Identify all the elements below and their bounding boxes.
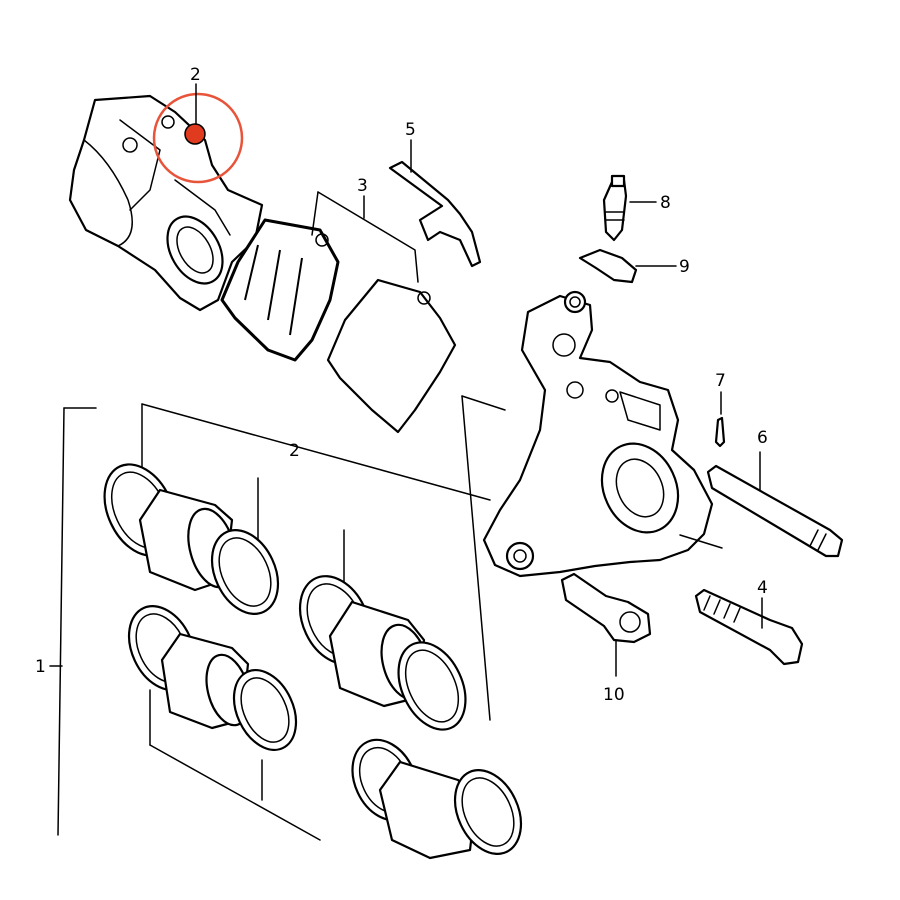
callout-9: 9 bbox=[679, 257, 690, 277]
highlight-part-2 bbox=[152, 83, 244, 184]
caliper-bracket bbox=[461, 290, 723, 721]
callout-4: 4 bbox=[757, 578, 768, 598]
mounting-bolt-4 bbox=[694, 588, 804, 666]
callout-10: 10 bbox=[603, 685, 625, 705]
callout-6: 6 bbox=[757, 428, 768, 448]
callout-8: 8 bbox=[660, 193, 671, 213]
caliper-body bbox=[68, 94, 264, 312]
callout-2-top: 2 bbox=[190, 65, 201, 85]
callout-2-mid: 2 bbox=[289, 441, 300, 461]
mounting-bolt-10 bbox=[560, 572, 652, 677]
slide-pin bbox=[706, 451, 844, 558]
callout-1: 1 bbox=[35, 657, 46, 677]
piston-seal-set bbox=[57, 403, 523, 860]
callout-5: 5 bbox=[405, 120, 416, 140]
brake-pad-outer bbox=[311, 191, 457, 434]
pad-spring bbox=[388, 139, 482, 268]
bleeder-cap bbox=[578, 248, 677, 284]
callout-3: 3 bbox=[357, 176, 368, 196]
callout-7: 7 bbox=[715, 371, 726, 391]
brake-pad-inner bbox=[220, 218, 340, 362]
retaining-pin bbox=[714, 391, 726, 448]
bleeder-screw bbox=[602, 174, 657, 242]
